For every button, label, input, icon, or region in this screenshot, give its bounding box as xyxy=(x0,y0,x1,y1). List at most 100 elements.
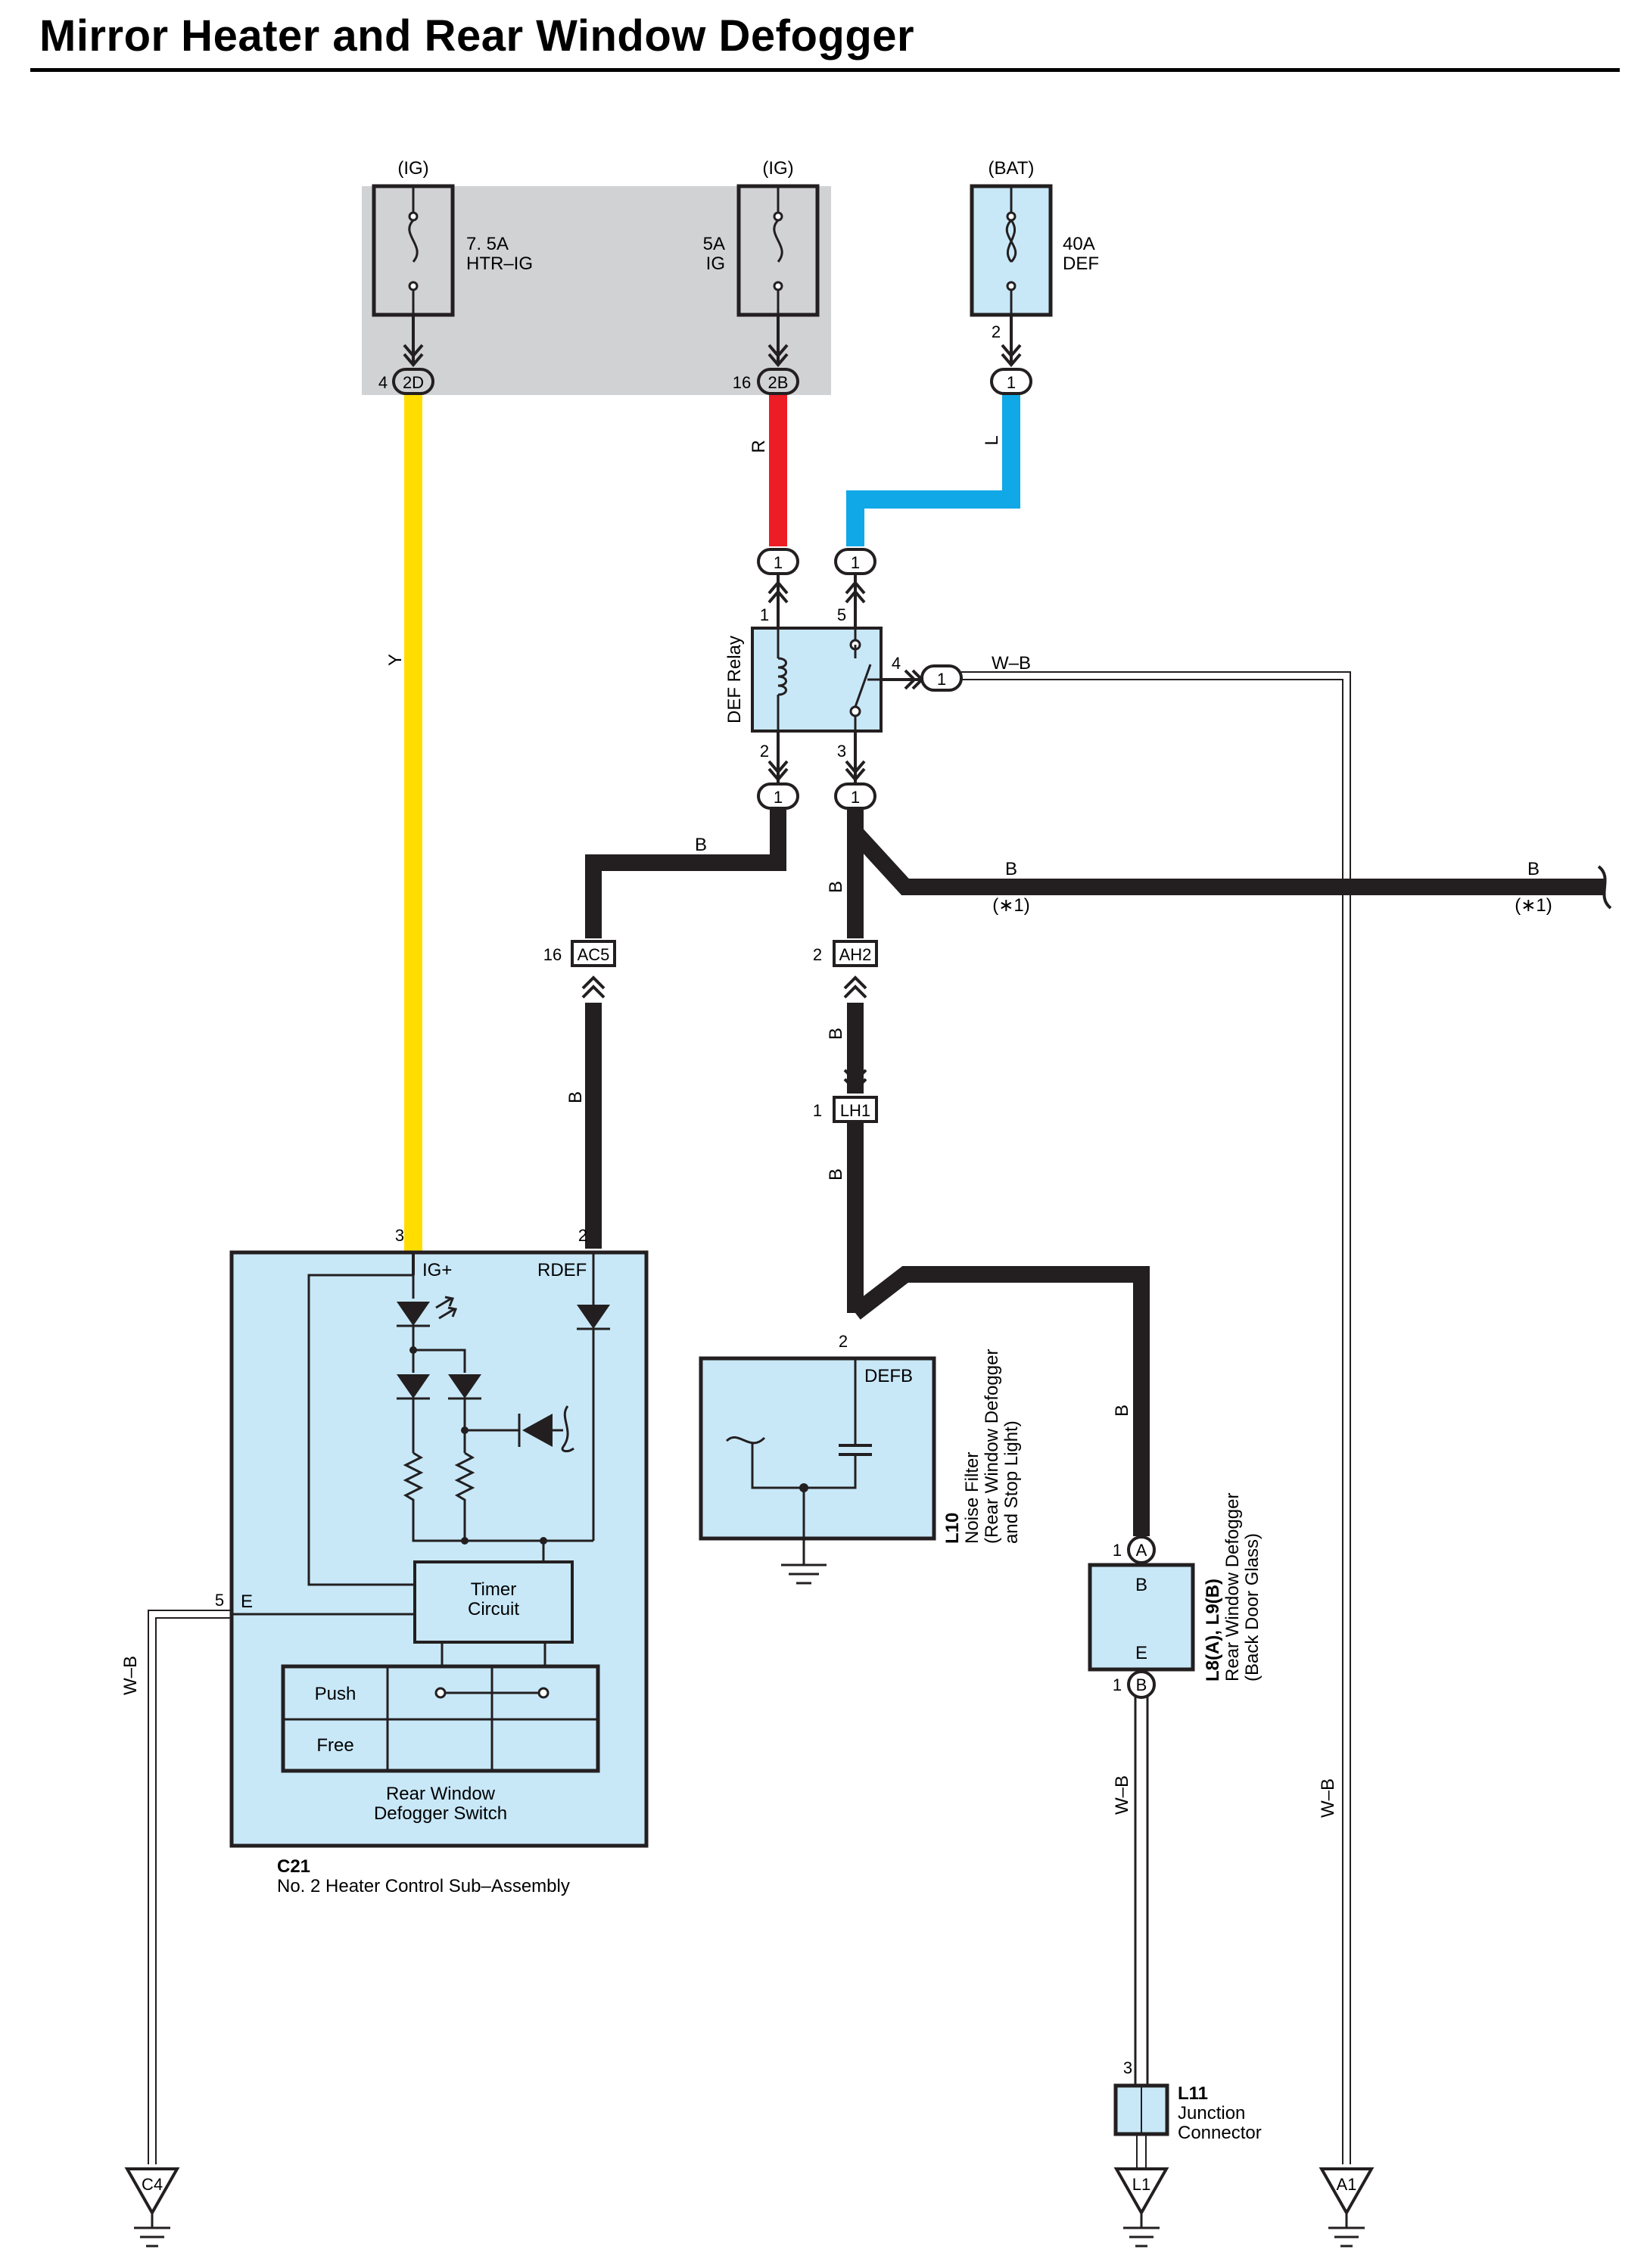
svg-text:2: 2 xyxy=(839,1332,848,1351)
c21-free-label: Free xyxy=(316,1735,353,1756)
svg-text:2B: 2B xyxy=(768,373,789,392)
svg-text:2: 2 xyxy=(992,322,1001,341)
svg-text:1: 1 xyxy=(851,788,860,807)
svg-text:3: 3 xyxy=(395,1226,404,1245)
svg-text:A: A xyxy=(1136,1541,1147,1560)
wire-label-wb-c4: W–B xyxy=(120,1656,141,1695)
wire-label-y: Y xyxy=(385,654,406,666)
svg-text:1: 1 xyxy=(774,553,783,572)
wire-label-b-7: B xyxy=(826,1168,846,1181)
connector-ac5: AC5 16 xyxy=(543,940,616,999)
noise-filter-l10 xyxy=(699,1356,936,1585)
svg-text:2: 2 xyxy=(760,742,769,761)
wire-black xyxy=(585,808,1605,1536)
c21-timer-line2: Circuit xyxy=(468,1599,519,1619)
defogger-line1: Rear Window Defogger xyxy=(1222,1493,1243,1682)
filter-id: L10 xyxy=(942,1513,963,1544)
wire-break-mark xyxy=(1597,865,1612,910)
defogger-e-terminal: E xyxy=(1135,1643,1147,1663)
wire-label-l: L xyxy=(982,435,1002,445)
wire-label-star-1: (∗1) xyxy=(992,895,1029,916)
power-label-ig2: (IG) xyxy=(762,158,793,179)
fuse-output-arrows xyxy=(403,315,1022,368)
svg-text:B: B xyxy=(1136,1675,1147,1694)
wire-label-b-3: B xyxy=(1005,859,1017,879)
ground-c4: C4 xyxy=(124,2167,180,2248)
power-label-ig1: (IG) xyxy=(397,158,428,179)
svg-text:2D: 2D xyxy=(403,373,424,392)
svg-text:C4: C4 xyxy=(142,2175,163,2194)
connector-2b: 2B 16 xyxy=(733,368,799,395)
svg-text:1: 1 xyxy=(774,788,783,807)
junction-block xyxy=(362,186,831,395)
rear-window-defogger xyxy=(1088,1535,1195,1699)
svg-text:1: 1 xyxy=(1113,1675,1122,1694)
defogger-id: L8(A), L9(B) xyxy=(1203,1579,1223,1682)
fuse-ig-name: IG xyxy=(706,254,725,274)
def-relay-label: DEF Relay xyxy=(724,636,745,723)
wire-label-b-2: B xyxy=(826,881,846,893)
svg-text:1: 1 xyxy=(813,1101,822,1120)
svg-text:3: 3 xyxy=(1123,2058,1132,2077)
svg-text:1: 1 xyxy=(760,605,769,624)
svg-text:5: 5 xyxy=(215,1591,224,1610)
wire-label-star-2: (∗1) xyxy=(1515,895,1552,916)
filter-terminal: DEFB xyxy=(864,1366,913,1386)
svg-text:1: 1 xyxy=(937,670,946,689)
filter-line3: and Stop Light) xyxy=(1001,1420,1022,1544)
connector-2d: 2D 4 xyxy=(378,368,434,395)
svg-text:4: 4 xyxy=(892,654,901,673)
svg-text:1: 1 xyxy=(1113,1541,1122,1560)
svg-text:16: 16 xyxy=(543,945,562,964)
junction-line1: Junction xyxy=(1178,2103,1245,2123)
page-title: Mirror Heater and Rear Window Defogger xyxy=(39,11,915,61)
c21-switch-line1: Rear Window xyxy=(386,1784,496,1804)
c21-heater-control xyxy=(229,1250,649,1848)
c21-switch-line2: Defogger Switch xyxy=(374,1803,507,1824)
c21-timer-line1: Timer xyxy=(471,1579,516,1600)
wire-label-b-4: B xyxy=(1527,859,1540,879)
junction-line2: Connector xyxy=(1178,2123,1262,2143)
svg-text:1: 1 xyxy=(1007,373,1016,392)
wire-label-wb-defogger: W–B xyxy=(1112,1775,1132,1815)
filter-line2: (Rear Window Defogger xyxy=(982,1349,1002,1544)
junction-id: L11 xyxy=(1178,2083,1208,2104)
svg-text:L1: L1 xyxy=(1132,2175,1150,2194)
fuse-def-name: DEF xyxy=(1063,254,1099,274)
connector-lh1: LH1 1 xyxy=(813,1069,878,1123)
def-relay xyxy=(751,627,883,733)
c21-id: C21 xyxy=(277,1856,310,1877)
ground-a1: A1 xyxy=(1319,2167,1375,2248)
wire-label-wb-relay: W–B xyxy=(992,653,1031,674)
c21-ig-terminal: IG+ xyxy=(422,1260,452,1280)
wire-label-b-8: B xyxy=(1112,1405,1132,1417)
wire-label-wb-a1: W–B xyxy=(1318,1778,1338,1818)
wire-label-r: R xyxy=(749,440,769,453)
c21-e-terminal: E xyxy=(241,1591,253,1612)
fuse-htr-ig-name: HTR–IG xyxy=(466,254,533,274)
ground-l1: L1 xyxy=(1113,2167,1169,2248)
fuse-def xyxy=(970,184,1053,317)
power-label-bat: (BAT) xyxy=(989,158,1035,179)
svg-text:2: 2 xyxy=(578,1226,587,1245)
fuse-def-rating: 40A xyxy=(1063,234,1095,254)
svg-text:AH2: AH2 xyxy=(839,945,872,964)
svg-text:1: 1 xyxy=(851,553,860,572)
c21-push-label: Push xyxy=(315,1684,356,1704)
defogger-line2: (Back Door Glass) xyxy=(1242,1533,1262,1682)
svg-text:4: 4 xyxy=(378,373,388,392)
svg-text:AC5: AC5 xyxy=(578,945,610,964)
defogger-b-terminal: B xyxy=(1135,1575,1147,1595)
wire-label-b-1: B xyxy=(695,835,707,855)
c21-name: No. 2 Heater Control Sub–Assembly xyxy=(277,1876,570,1896)
def-relay-bottom: 1 1 xyxy=(757,731,876,810)
def-relay-pin4: 1 4 xyxy=(881,654,963,692)
svg-text:A1: A1 xyxy=(1337,2175,1357,2194)
svg-text:5: 5 xyxy=(837,605,846,624)
wire-blue xyxy=(846,394,1020,546)
def-relay-up-arrows xyxy=(767,574,866,628)
fuse-htr-ig-rating: 7. 5A xyxy=(466,234,509,254)
wire-label-b-6: B xyxy=(826,1028,846,1040)
svg-text:16: 16 xyxy=(733,373,751,392)
